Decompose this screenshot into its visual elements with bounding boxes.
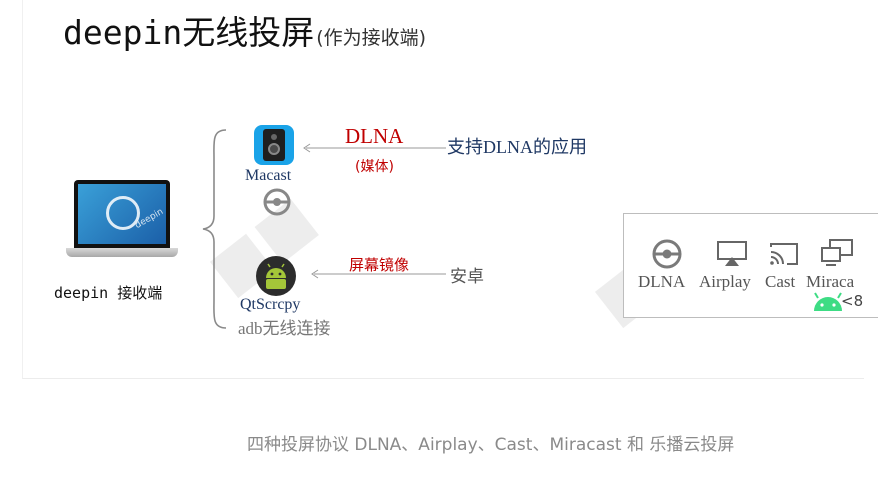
qtscrcpy-app-icon (256, 256, 296, 296)
page-title: deepin无线投屏(作为接收端) (63, 13, 427, 52)
dlna-icon (263, 188, 291, 216)
page-subtitle: (作为接收端) (316, 27, 427, 49)
dlna-source-label: 支持DLNA的应用 (447, 137, 587, 157)
caption: 四种投屏协议 DLNA、Airplay、Cast、Miracast 和 乐播云投… (247, 435, 735, 455)
dlna-protocol-label: DLNA (345, 124, 404, 148)
mirror-protocol-label: 屏幕镜像 (349, 256, 410, 274)
qtscrcpy-label: QtScrcpy (240, 296, 301, 313)
android-icon (266, 263, 286, 289)
dlna-protocol-note: (媒体) (355, 159, 394, 175)
mirror-arrow (311, 269, 446, 279)
airplay-icon (717, 241, 747, 266)
macast-app-icon (254, 125, 294, 165)
protocol-label-cast: Cast (765, 272, 796, 291)
protocol-extra: <8 (841, 292, 864, 310)
android-source-label: 安卓 (450, 267, 484, 287)
android-icon (814, 292, 842, 311)
protocol-label-miracast: Miraca (806, 272, 855, 291)
adb-connection-label: adb无线连接 (238, 319, 331, 338)
protocol-label-dlna: DLNA (638, 272, 686, 291)
deepin-logo-icon (106, 196, 140, 230)
protocol-label-airplay: Airplay (699, 272, 751, 291)
miracast-icon (821, 239, 853, 266)
dlna-arrow (303, 143, 446, 153)
macast-label: Macast (245, 167, 292, 184)
cast-icon (770, 243, 798, 265)
receiver-label: deepin 接收端 (54, 284, 163, 302)
laptop-icon: deepin (66, 180, 178, 262)
dlna-icon (652, 239, 682, 269)
brace-icon (202, 129, 227, 329)
